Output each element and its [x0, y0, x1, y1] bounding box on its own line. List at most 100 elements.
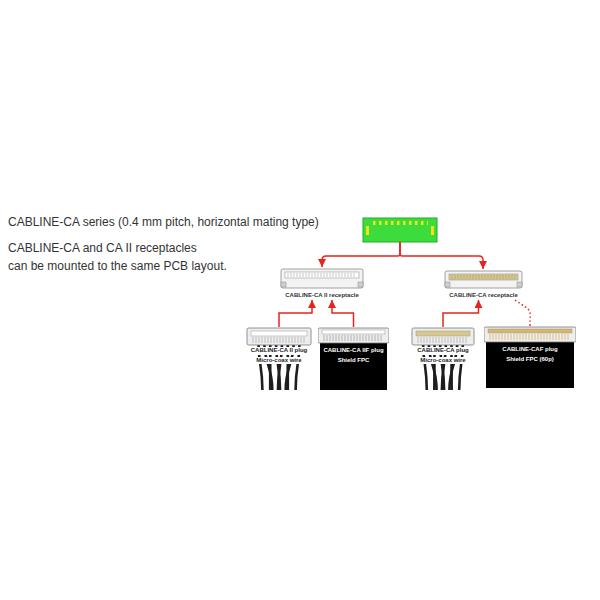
illustration-stroke [378, 335, 379, 341]
receptacle-box: CABLINE-CA II receptacle [280, 268, 364, 300]
illustration-stroke [351, 273, 352, 277]
illustration-stroke [491, 275, 492, 279]
illustration-stroke [342, 335, 343, 341]
illustration-stroke [336, 273, 337, 277]
illustration-stroke [568, 334, 569, 340]
plug-shell [322, 330, 385, 334]
branch-line [400, 242, 483, 269]
illustration-stroke [345, 273, 346, 277]
dotted-connector [515, 300, 530, 326]
illustration-stroke [565, 334, 566, 340]
illustration-stroke [286, 337, 287, 343]
mating-arrow [332, 300, 354, 327]
illustration-stroke [424, 337, 425, 343]
receptacle-slot [285, 272, 359, 278]
illustration-stroke [315, 273, 316, 277]
plug-box: CABLINE-CAF plugShield FPC (60p) [484, 326, 576, 388]
part-name: CABLINE-CA receptacle [448, 292, 518, 300]
illustration-stroke [490, 334, 491, 340]
branch-line [322, 242, 400, 267]
receptacle-box: CABLINE-CA receptacle [444, 270, 523, 300]
illustration-stroke [354, 335, 355, 341]
mating-arrow [443, 300, 479, 327]
plug-box: CABLINE-CA II plugMicro-coax wire [245, 327, 313, 390]
illustration-stroke [523, 334, 524, 340]
illustration-stroke [556, 334, 557, 340]
illustration-stroke [336, 335, 337, 341]
illustration-stroke [529, 334, 530, 340]
illustration-stroke [497, 275, 498, 279]
illustration-stroke [476, 275, 477, 279]
illustration-stroke [369, 335, 370, 341]
illustration-stroke [520, 334, 521, 340]
illustration-stroke [421, 337, 422, 343]
illustration-stroke [479, 275, 480, 279]
illustration-stroke [339, 273, 340, 277]
illustration-stroke [381, 335, 382, 341]
illustration-stroke [467, 275, 468, 279]
illustration-stroke [297, 273, 298, 277]
illustration-stroke [448, 337, 449, 343]
illustration-stroke [357, 335, 358, 341]
illustration-stroke [445, 337, 446, 343]
illustration-stroke [351, 335, 352, 341]
illustration-stroke [321, 273, 322, 277]
illustration-stroke [470, 275, 471, 279]
illustration-stroke [418, 337, 419, 343]
illustration-stroke [544, 334, 545, 340]
illustration-stroke [553, 334, 554, 340]
illustration-stroke [547, 334, 548, 340]
pcb-pads [372, 221, 428, 226]
cable-type: Micro-coax wire [255, 357, 302, 365]
receptacle-ear [358, 282, 363, 287]
illustration-stroke [473, 275, 474, 279]
illustration-stroke [280, 337, 281, 343]
illustration-stroke [455, 275, 456, 279]
illustration-stroke [303, 273, 304, 277]
illustration-stroke [500, 275, 501, 279]
part-name: CABLINE-CA II receptacle [284, 292, 359, 300]
illustration-stroke [348, 335, 349, 341]
illustration-stroke [514, 334, 515, 340]
illustration-stroke [312, 273, 313, 277]
plug-body [318, 328, 389, 343]
plug-box: CABLINE-CA plugMicro-coax wire [410, 327, 476, 390]
illustration-stroke [517, 334, 518, 340]
illustration-stroke [271, 337, 272, 343]
illustration-stroke [460, 337, 461, 343]
illustration-stroke [509, 275, 510, 279]
illustration-stroke [506, 275, 507, 279]
illustration-stroke [499, 334, 500, 340]
illustration-stroke [493, 334, 494, 340]
illustration-stroke [348, 273, 349, 277]
pcb-layout [363, 218, 437, 242]
illustration-stroke [508, 334, 509, 340]
illustration-stroke [300, 273, 301, 277]
illustration-stroke [298, 337, 299, 343]
illustration-stroke [291, 273, 292, 277]
illustration-stroke [433, 337, 434, 343]
illustration-stroke [324, 273, 325, 277]
illustration-stroke [502, 334, 503, 340]
illustration-stroke [366, 335, 367, 341]
illustration-stroke [427, 337, 428, 343]
pcb-pad [366, 226, 369, 235]
illustration-stroke [333, 273, 334, 277]
illustration-stroke [511, 334, 512, 340]
part-name: CABLINE-CA IIF plug [322, 347, 384, 355]
illustration-stroke [442, 337, 443, 343]
mating-arrow [279, 300, 312, 327]
illustration-stroke [512, 275, 513, 279]
illustration-stroke [318, 273, 319, 277]
receptacle-ear [517, 282, 522, 287]
illustration-stroke [339, 335, 340, 341]
receptacle-slot [449, 274, 518, 280]
note-text: CABLINE-CA and CA II receptacles [8, 241, 197, 255]
illustration-stroke [503, 275, 504, 279]
plug-shell [416, 331, 470, 336]
illustration-stroke [288, 273, 289, 277]
illustration-stroke [360, 335, 361, 341]
receptacle-ear [281, 282, 286, 287]
plug-box: CABLINE-CA IIF plugShield FPC [318, 327, 389, 390]
illustration-stroke [532, 334, 533, 340]
